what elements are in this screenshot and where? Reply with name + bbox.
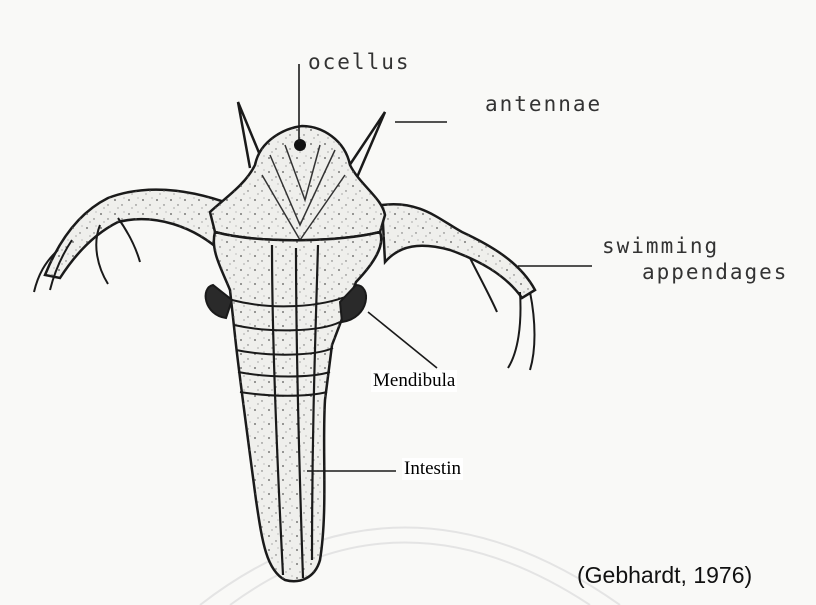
right-swimming-appendage xyxy=(382,204,535,370)
label-mandible: Mendibula xyxy=(371,370,457,392)
label-ocellus: ocellus xyxy=(308,50,411,74)
label-intestine: Intestin xyxy=(402,458,463,480)
ocellus-eye xyxy=(294,139,306,151)
head xyxy=(210,126,385,240)
citation: (Gebhardt, 1976) xyxy=(577,562,752,589)
mandible-leader-line xyxy=(368,312,437,368)
label-swimming: swimming xyxy=(602,234,719,258)
label-appendages: appendages xyxy=(642,260,788,284)
label-antennae: antennae xyxy=(485,92,602,116)
